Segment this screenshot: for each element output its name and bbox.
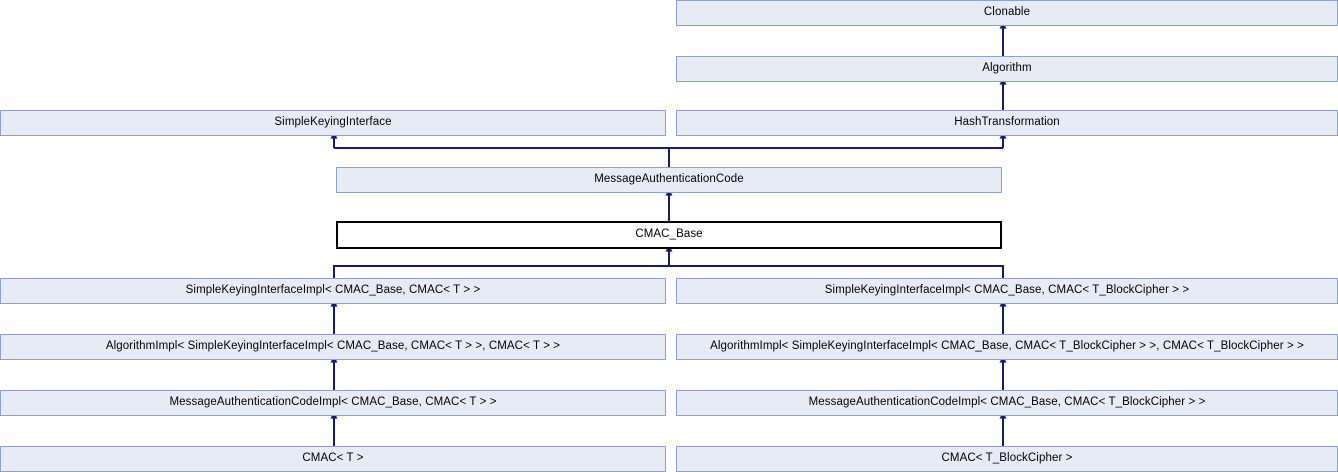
class-node-mac_impl_t[interactable]: MessageAuthenticationCodeImpl< CMAC_Base…	[0, 390, 666, 416]
class-node-label: AlgorithmImpl< SimpleKeyingInterfaceImpl…	[710, 340, 1304, 353]
class-node-algorithm[interactable]: Algorithm	[676, 56, 1338, 82]
class-node-alg_impl_bc[interactable]: AlgorithmImpl< SimpleKeyingInterfaceImpl…	[676, 334, 1338, 360]
class-node-label: Algorithm	[982, 62, 1032, 75]
class-node-label: HashTransformation	[954, 116, 1060, 129]
edge-mac-spine	[334, 147, 670, 167]
class-node-ski_impl_t[interactable]: SimpleKeyingInterfaceImpl< CMAC_Base, CM…	[0, 278, 666, 304]
class-node-ski_impl_bc[interactable]: SimpleKeyingInterfaceImpl< CMAC_Base, CM…	[676, 278, 1338, 304]
class-node-label: SimpleKeyingInterfaceImpl< CMAC_Base, CM…	[185, 284, 481, 297]
class-node-label: CMAC< T_BlockCipher >	[941, 452, 1073, 465]
class-node-label: MessageAuthenticationCodeImpl< CMAC_Base…	[808, 396, 1206, 409]
class-node-label: Clonable	[983, 6, 1031, 19]
class-node-clonable[interactable]: Clonable	[676, 0, 1338, 26]
class-node-label: MessageAuthenticationCodeImpl< CMAC_Base…	[169, 396, 497, 409]
class-node-cmac_base[interactable]: CMAC_Base	[336, 221, 1002, 249]
class-node-ski[interactable]: SimpleKeyingInterface	[0, 110, 666, 136]
class-node-mac[interactable]: MessageAuthenticationCode	[336, 167, 1002, 193]
class-node-alg_impl_t[interactable]: AlgorithmImpl< SimpleKeyingInterfaceImpl…	[0, 334, 666, 360]
class-node-label: CMAC< T >	[302, 452, 364, 465]
class-node-hashtrans[interactable]: HashTransformation	[676, 110, 1338, 136]
class-node-mac_impl_bc[interactable]: MessageAuthenticationCodeImpl< CMAC_Base…	[676, 390, 1338, 416]
class-node-label: AlgorithmImpl< SimpleKeyingInterfaceImpl…	[105, 340, 561, 353]
class-node-cmac_t[interactable]: CMAC< T >	[0, 446, 666, 472]
class-node-label: MessageAuthenticationCode	[594, 173, 744, 186]
class-node-label: SimpleKeyingInterfaceImpl< CMAC_Base, CM…	[824, 284, 1190, 297]
class-node-label: SimpleKeyingInterface	[274, 116, 392, 129]
edge-skiimpl-spine	[333, 265, 1004, 278]
class-node-cmac_bc[interactable]: CMAC< T_BlockCipher >	[676, 446, 1338, 472]
class-node-label: CMAC_Base	[635, 228, 703, 241]
